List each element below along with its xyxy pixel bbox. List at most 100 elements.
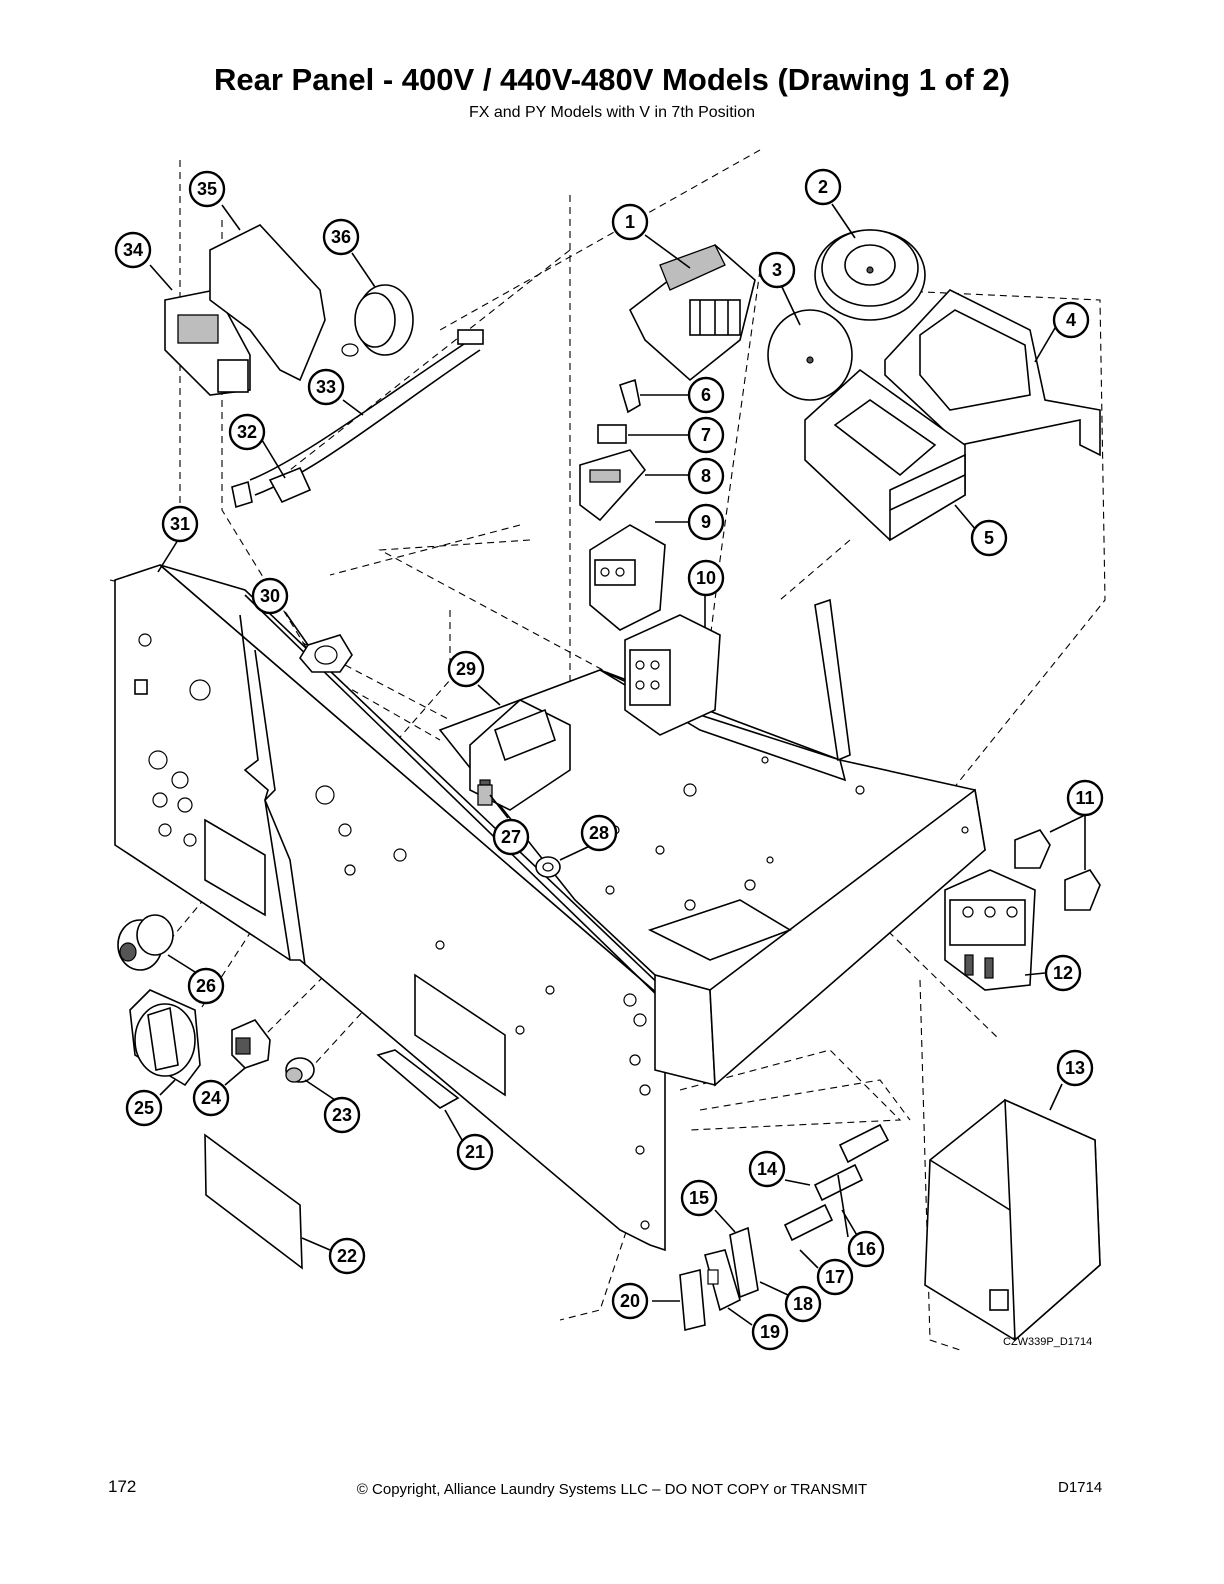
svg-text:7: 7: [701, 425, 711, 445]
svg-text:28: 28: [589, 823, 609, 843]
callout-30: 30: [251, 577, 289, 615]
callout-22: 22: [328, 1237, 366, 1275]
page-subtitle: FX and PY Models with V in 7th Position: [468, 104, 756, 121]
callouts: 1 2 3 4 5 6 7 8 9 10 11 12 13 14 15 16 1…: [114, 168, 1104, 1351]
svg-text:15: 15: [689, 1188, 709, 1208]
small-components-6-7-8: [579, 378, 647, 522]
callout-26: 26: [187, 967, 225, 1005]
callout-19: 19: [751, 1313, 789, 1351]
callout-10: 10: [687, 559, 725, 597]
contactor-part-9: [589, 524, 666, 631]
svg-text:6: 6: [701, 385, 711, 405]
callout-21: 21: [456, 1133, 494, 1171]
svg-text:11: 11: [1075, 788, 1094, 808]
callout-31: 31: [161, 505, 199, 543]
cover-plate-part-22: [204, 1133, 303, 1270]
svg-text:35: 35: [197, 179, 217, 199]
svg-text:12: 12: [1053, 963, 1073, 983]
breaker-part-12: [944, 869, 1036, 991]
svg-text:13: 13: [1065, 1058, 1085, 1078]
svg-text:14: 14: [757, 1159, 777, 1179]
callout-8: 8: [687, 457, 725, 495]
plate-part-21: [376, 1049, 460, 1109]
page-title: Rear Panel - 400V / 440V-480V Models (Dr…: [214, 62, 1010, 97]
base-chassis: [438, 598, 986, 1087]
callout-9: 9: [687, 503, 725, 541]
svg-text:29: 29: [456, 659, 476, 679]
callout-11: 11: [1066, 779, 1104, 817]
callout-34: 34: [114, 231, 152, 269]
svg-text:9: 9: [701, 512, 711, 532]
svg-text:27: 27: [501, 827, 521, 847]
gland-part-23: [285, 1057, 315, 1083]
clip-part-11: [1014, 829, 1101, 911]
svg-text:16: 16: [856, 1239, 876, 1259]
svg-text:21: 21: [465, 1142, 485, 1162]
callout-24: 24: [192, 1079, 230, 1117]
relay-block-part-1: [628, 243, 756, 382]
svg-text:4: 4: [1066, 310, 1076, 330]
callout-15: 15: [680, 1179, 718, 1217]
svg-text:2: 2: [818, 177, 828, 197]
bracket-part-35: [209, 224, 326, 382]
callout-14: 14: [748, 1150, 786, 1188]
svg-text:8: 8: [701, 466, 711, 486]
svg-text:30: 30: [260, 586, 280, 606]
svg-text:26: 26: [196, 976, 216, 996]
callout-27: 27: [492, 818, 530, 856]
callout-5: 5: [970, 519, 1008, 557]
svg-text:32: 32: [237, 422, 257, 442]
callout-7: 7: [687, 416, 725, 454]
leader-lines: [149, 203, 1086, 1326]
callout-20: 20: [611, 1282, 649, 1320]
svg-text:22: 22: [337, 1246, 357, 1266]
callout-1: 1: [611, 203, 649, 241]
svg-text:24: 24: [201, 1088, 221, 1108]
bracket-part-4: [884, 289, 1101, 457]
page-number: 172: [108, 1477, 137, 1496]
callout-23: 23: [323, 1096, 361, 1134]
callout-35: 35: [188, 170, 226, 208]
svg-text:20: 20: [620, 1291, 640, 1311]
svg-text:33: 33: [316, 377, 336, 397]
callout-3: 3: [758, 251, 796, 289]
svg-text:3: 3: [772, 260, 782, 280]
harness-part-32: [231, 466, 312, 509]
svg-text:31: 31: [170, 514, 190, 534]
callout-12: 12: [1044, 954, 1082, 992]
copyright-notice: © Copyright, Alliance Laundry Systems LL…: [356, 1481, 868, 1498]
svg-text:19: 19: [760, 1322, 780, 1342]
svg-text:18: 18: [793, 1294, 813, 1314]
contactor-part-10: [624, 614, 721, 736]
cover-part-13: [924, 1098, 1101, 1342]
callout-6: 6: [687, 376, 725, 414]
pulley-part-36: [341, 284, 414, 357]
callout-13: 13: [1056, 1049, 1094, 1087]
svg-text:34: 34: [123, 240, 143, 260]
capacitor-part-2: [814, 229, 926, 321]
callout-4: 4: [1052, 301, 1090, 339]
strain-relief-part-26: [117, 914, 174, 971]
switch-part-24: [231, 1019, 271, 1069]
disc-part-3: [767, 309, 853, 401]
grommet-part-28: [535, 856, 561, 878]
callout-29: 29: [447, 650, 485, 688]
drawing-number: CZW339P_D1714: [1003, 1336, 1093, 1348]
disconnect-switch-part-25: [129, 989, 201, 1087]
svg-text:23: 23: [332, 1105, 352, 1125]
svg-text:10: 10: [696, 568, 716, 588]
svg-text:25: 25: [134, 1098, 154, 1118]
callout-28: 28: [580, 814, 618, 852]
svg-text:17: 17: [825, 1267, 845, 1287]
transformer-part-5: [804, 368, 966, 542]
callout-2: 2: [804, 168, 842, 206]
callout-17: 17: [816, 1258, 854, 1296]
contactor-part-29: [469, 699, 571, 811]
svg-text:1: 1: [625, 212, 635, 232]
terminal-block-part-34: [164, 289, 251, 396]
callout-32: 32: [228, 413, 266, 451]
document-code: D1714: [1058, 1479, 1103, 1496]
svg-text:5: 5: [984, 528, 994, 548]
callout-25: 25: [125, 1089, 163, 1127]
